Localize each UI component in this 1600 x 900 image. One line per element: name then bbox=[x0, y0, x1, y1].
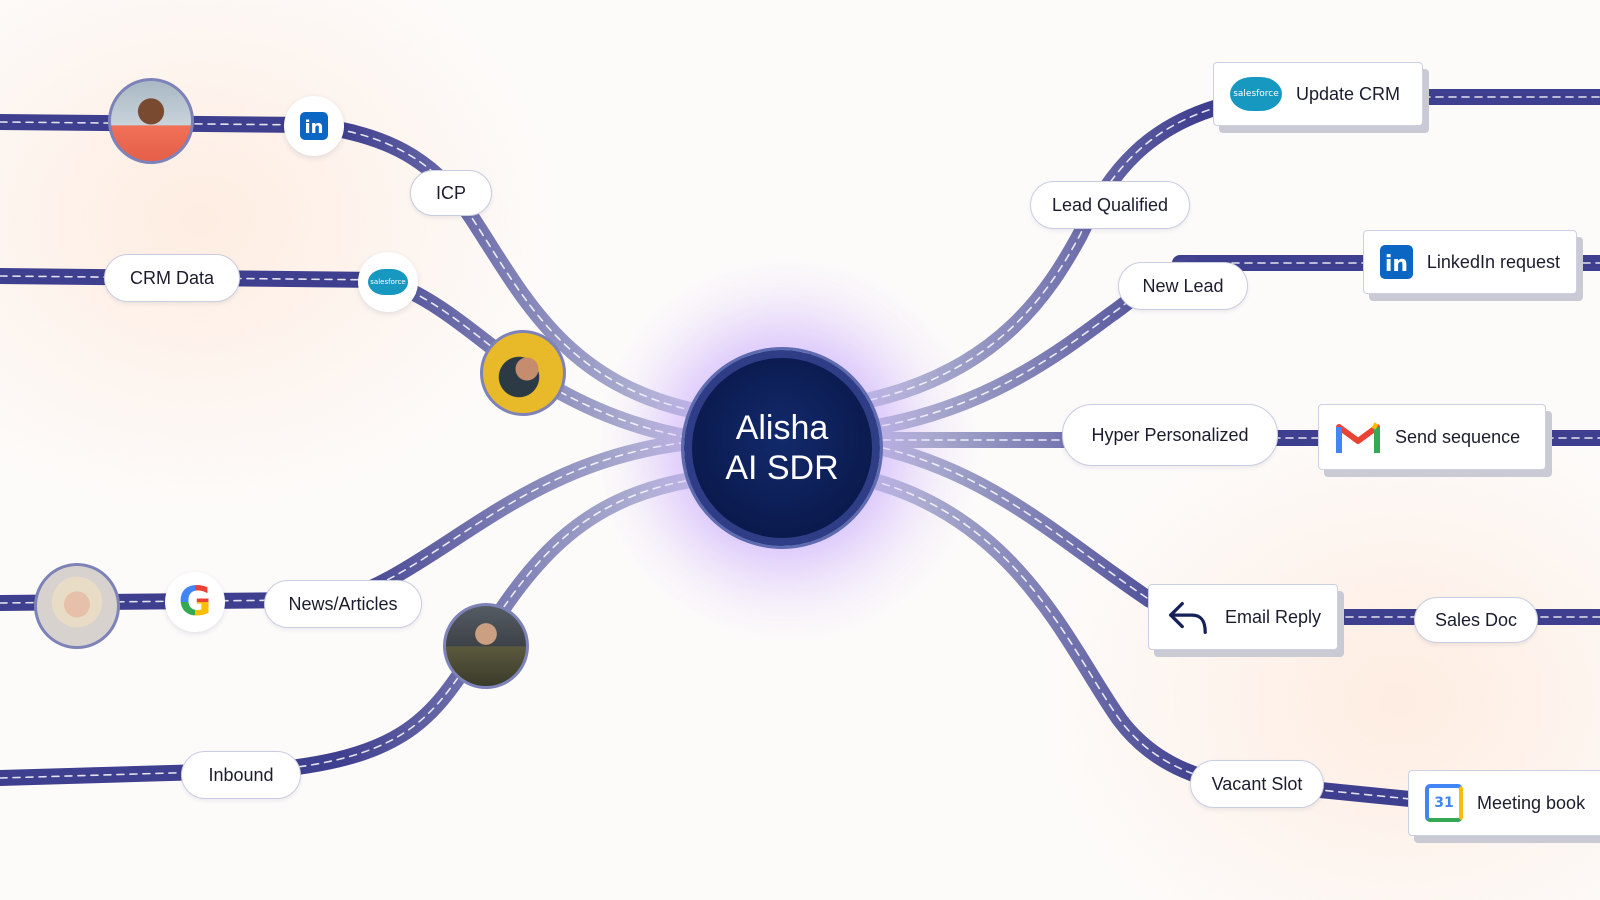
salesforce-logo-text: salesforce bbox=[1233, 89, 1279, 99]
input-inbound: Inbound bbox=[181, 751, 301, 799]
input-crm-data-label: CRM Data bbox=[129, 267, 214, 288]
card-linkedin-request: in LinkedIn request bbox=[1363, 230, 1577, 294]
avatar-man-suit bbox=[443, 603, 529, 689]
card-send-sequence: M Send sequence bbox=[1318, 404, 1546, 470]
google-logo-icon: G bbox=[165, 572, 225, 632]
input-icp: ICP bbox=[410, 170, 492, 216]
input-news-articles-label: News/Articles bbox=[288, 593, 398, 614]
reply-arrow-icon bbox=[1169, 601, 1207, 634]
linkedin-logo-text: in bbox=[300, 112, 328, 140]
card-update-crm-label: Update CRM bbox=[1296, 83, 1401, 104]
output-hyper-personalized-label: Hyper Personalized bbox=[1091, 424, 1249, 445]
salesforce-logo-icon: salesforce bbox=[358, 252, 418, 312]
avatar-man-red-shirt bbox=[108, 78, 194, 164]
card-meeting-book-label: Meeting book bbox=[1477, 792, 1586, 813]
center-node-alisha-ai-sdr: Alisha AI SDR bbox=[684, 350, 880, 546]
card-send-sequence-label: Send sequence bbox=[1395, 426, 1521, 447]
input-crm-data: CRM Data bbox=[104, 254, 240, 302]
card-email-reply: Email Reply bbox=[1148, 584, 1338, 650]
center-title-line2: AI SDR bbox=[725, 449, 839, 487]
output-lead-qualified-label: Lead Qualified bbox=[1051, 194, 1169, 215]
input-icp-label: ICP bbox=[435, 182, 466, 203]
avatar-woman-blonde bbox=[34, 563, 120, 649]
output-lead-qualified: Lead Qualified bbox=[1030, 181, 1190, 229]
calendar-day-number: 31 bbox=[1434, 795, 1454, 811]
card-email-reply-label: Email Reply bbox=[1224, 606, 1321, 627]
salesforce-logo-icon: salesforce bbox=[1230, 77, 1282, 111]
output-sales-doc: Sales Doc bbox=[1414, 597, 1538, 643]
gmail-logo-text: M bbox=[1358, 448, 1359, 450]
output-hyper-personalized: Hyper Personalized bbox=[1062, 404, 1278, 466]
linkedin-logo-text: in bbox=[1384, 252, 1409, 277]
output-vacant-slot: Vacant Slot bbox=[1190, 760, 1324, 808]
output-new-lead-label: New Lead bbox=[1142, 275, 1224, 296]
gmail-logo-icon: M bbox=[1336, 422, 1380, 453]
google-logo-letter: G bbox=[178, 579, 212, 625]
output-new-lead: New Lead bbox=[1118, 262, 1248, 310]
card-linkedin-request-label: LinkedIn request bbox=[1426, 251, 1560, 272]
center-title-line1: Alisha bbox=[735, 409, 829, 447]
google-calendar-icon: 31 bbox=[1425, 784, 1463, 822]
card-meeting-book: 31 Meeting book bbox=[1408, 770, 1600, 836]
linkedin-logo-icon: in bbox=[284, 96, 344, 156]
output-sales-doc-label: Sales Doc bbox=[1434, 609, 1518, 630]
input-inbound-label: Inbound bbox=[208, 764, 274, 785]
salesforce-logo-text: salesforce bbox=[368, 269, 408, 295]
input-news-articles: News/Articles bbox=[264, 580, 422, 628]
linkedin-logo-icon: in bbox=[1380, 245, 1413, 279]
avatar-woman-yellow-bg bbox=[480, 330, 566, 416]
card-update-crm: salesforce Update CRM bbox=[1213, 62, 1423, 126]
output-vacant-slot-label: Vacant Slot bbox=[1211, 773, 1303, 794]
